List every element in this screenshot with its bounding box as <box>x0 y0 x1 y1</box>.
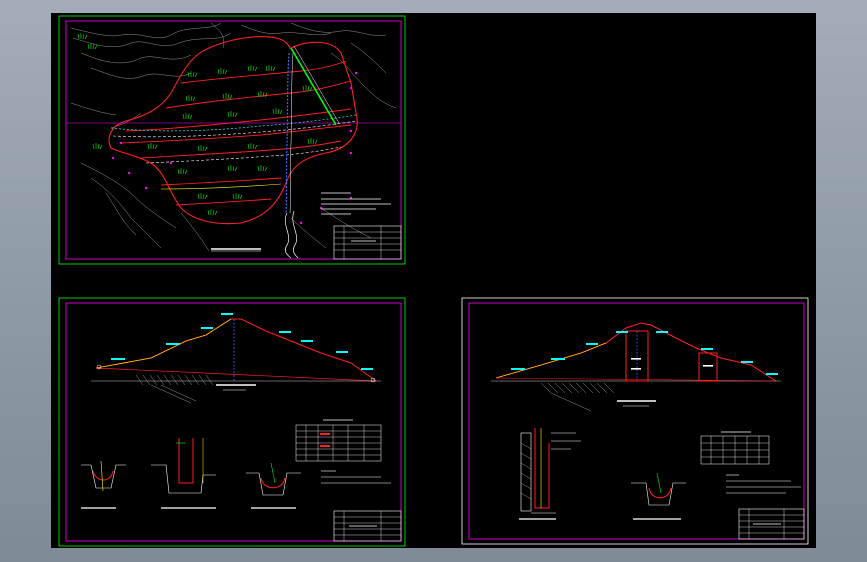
detail-drain-2 <box>151 438 216 509</box>
sheet-inner-frame <box>65 302 402 542</box>
sheet-plan <box>58 15 406 265</box>
elevation-markers <box>111 313 373 370</box>
berm-line-yellow <box>160 183 282 190</box>
profile-line <box>95 318 377 382</box>
detail-drain-1 <box>81 460 126 509</box>
outlet-channel-edge <box>292 210 299 259</box>
section-b-notes <box>726 474 801 494</box>
notes-block <box>321 192 391 215</box>
detail-drain-3 <box>246 462 301 509</box>
sheet-inner-frame <box>468 302 805 540</box>
plan-title <box>211 248 261 252</box>
ground-hatch <box>135 374 214 404</box>
section-end-marker <box>370 377 376 383</box>
section-start-marker <box>96 364 102 370</box>
wall-labels <box>631 358 713 370</box>
section-b-title <box>617 400 656 407</box>
ground-line <box>495 377 777 382</box>
plan-title-block <box>333 225 402 260</box>
ground-line <box>95 367 377 382</box>
grass-symbols <box>77 33 318 216</box>
detail-wall <box>519 428 581 520</box>
berms <box>120 60 352 206</box>
sheet-outer-frame <box>58 15 406 265</box>
cad-drawing <box>58 15 809 547</box>
cad-drawing-viewport[interactable] <box>51 13 816 548</box>
quantity-table <box>295 419 382 462</box>
sheet-outer-frame <box>58 297 406 547</box>
quantity-table <box>700 431 770 465</box>
outlet-channel <box>284 212 292 259</box>
profile-line <box>495 322 777 382</box>
vertical-drain-blue <box>285 52 290 214</box>
ground-hatch <box>540 382 615 412</box>
sheet-section-a <box>58 297 406 547</box>
section-b-title-block <box>738 508 805 540</box>
drain-line-white <box>112 120 357 138</box>
sheet-inner-frame <box>65 20 402 260</box>
ramp-green <box>290 47 337 126</box>
elevation-markers <box>511 331 778 375</box>
detail-drain <box>631 472 686 520</box>
sheet-section-b <box>461 297 809 545</box>
vertical-drain-white <box>289 52 294 214</box>
terrain-contours <box>70 22 397 252</box>
profile-line-yellow <box>95 318 232 369</box>
retaining-wall-2 <box>698 352 718 382</box>
ramp-edge <box>293 45 340 124</box>
section-a-notes <box>321 470 391 484</box>
drain-line-lower <box>145 146 342 164</box>
section-a-title-block <box>333 510 402 542</box>
survey-markers <box>111 71 358 225</box>
section-a-title <box>216 384 256 391</box>
sheet-outer-frame <box>461 297 809 545</box>
drain-line-cyan <box>110 114 357 132</box>
